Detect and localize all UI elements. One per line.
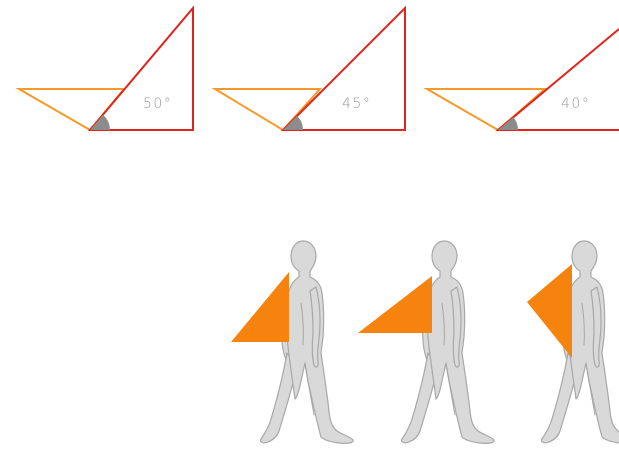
angle-diagram-40: 40° [423,28,619,132]
solid-orange-triangle [231,272,289,342]
red-outline-triangle [87,5,194,131]
pivot-angle-marker [498,117,518,130]
human-silhouette-icon [400,240,495,444]
orange-outline-triangle [423,88,548,132]
angle-label: 45° [342,96,371,112]
angle-label: 50° [143,96,172,112]
pivot-angle-marker [90,114,111,130]
solid-orange-triangle [527,264,572,358]
human-silhouette-icon [540,240,619,444]
walking-figure-3 [527,240,619,444]
red-outline-triangle [495,28,619,131]
red-outline-triangle [280,5,406,131]
walking-figure-2 [358,240,495,444]
angle-label: 40° [561,96,590,112]
human-silhouette-icon [259,240,354,444]
solid-orange-triangle [358,276,432,333]
orange-outline-triangle [211,88,323,132]
pivot-angle-marker [283,115,303,130]
walking-figure-1 [231,240,354,444]
angle-diagram-45: 45° [211,5,406,132]
angle-diagram-50: 50° [15,5,194,132]
